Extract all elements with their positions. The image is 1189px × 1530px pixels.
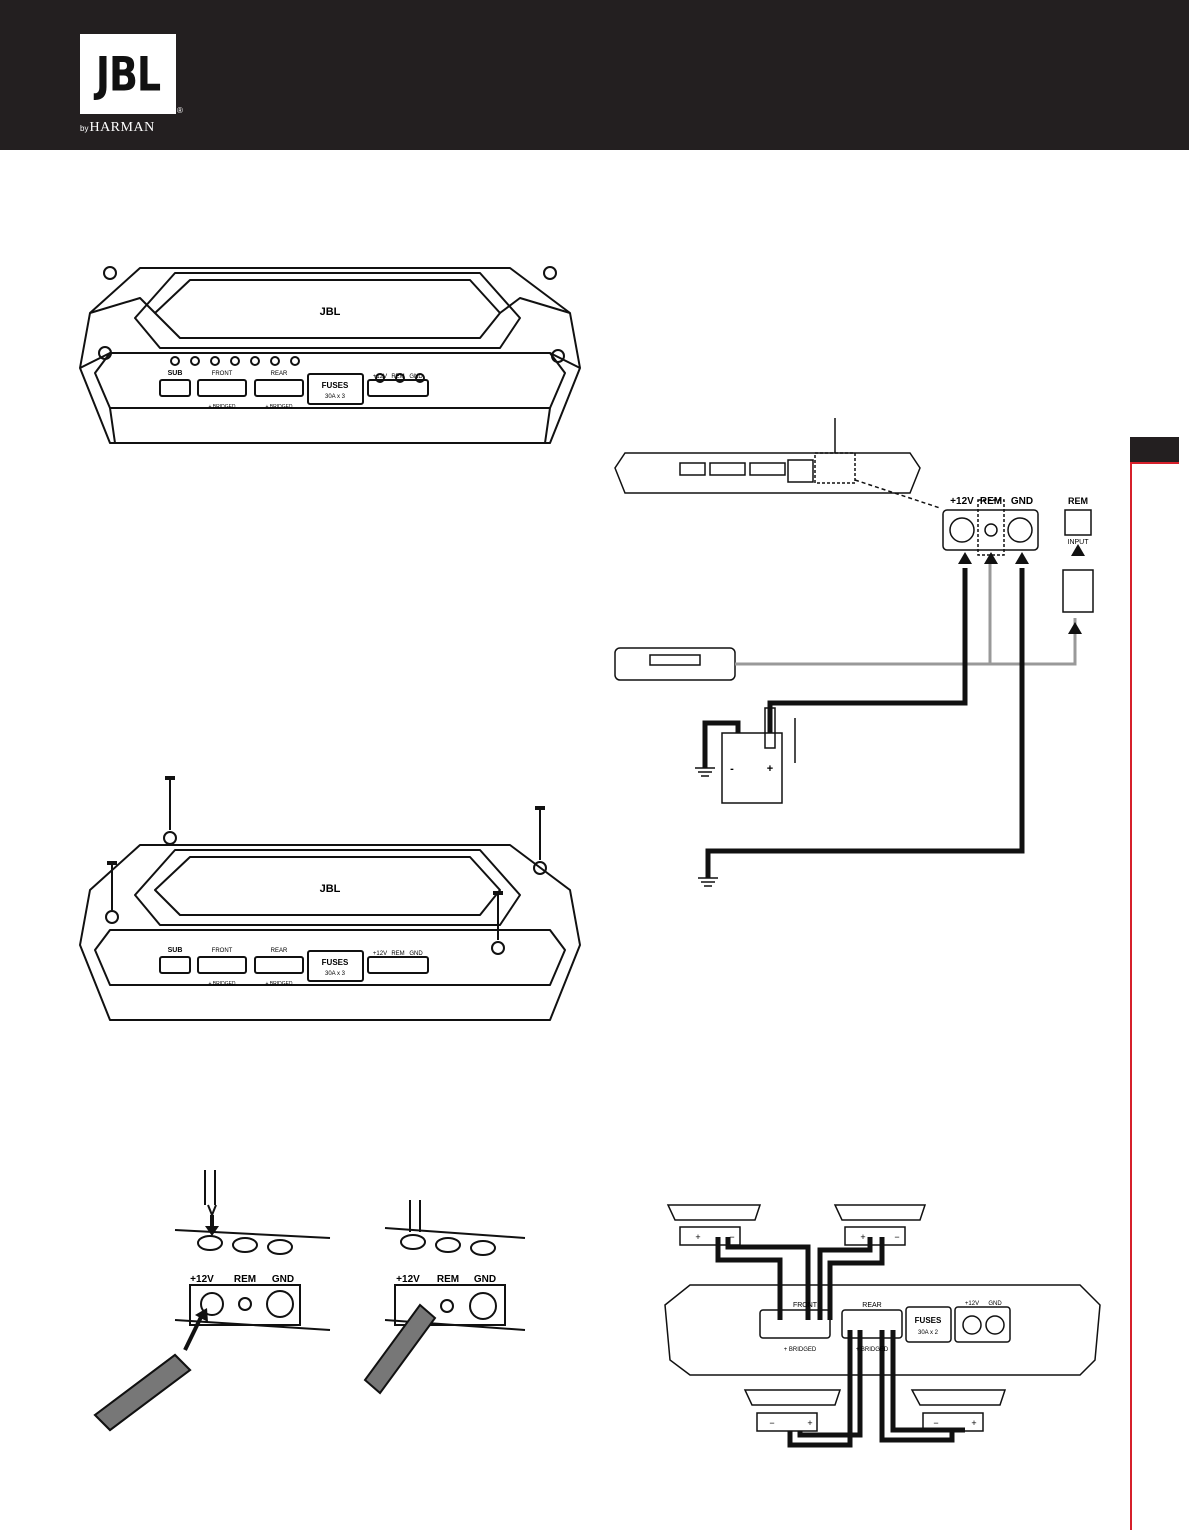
- speaker-wiring-figure: + − + − − + − + FRONT REAR + BRIDGED + B…: [660, 1195, 1110, 1495]
- speaker-fr-minus: −: [894, 1232, 899, 1242]
- bridged-label-front: + BRIDGED: [208, 404, 235, 410]
- mounting-figure: JBL SUB FRONT REAR + BRIDGED + BRIDGED F…: [80, 770, 580, 1035]
- battery-plus: +: [767, 763, 773, 775]
- speaker-rr-minus: −: [933, 1418, 938, 1428]
- plus12-label: +12V: [373, 374, 387, 380]
- wiring-gnd-label: GND: [1011, 496, 1033, 507]
- closeup-gnd-b: GND: [474, 1274, 496, 1285]
- terminal-closeup-figure: +12V REM GND +12V REM GND: [90, 1160, 530, 1440]
- rear-label: REAR: [271, 371, 288, 377]
- section-tab: [1130, 437, 1179, 462]
- fuses-rating: 30A x 3: [325, 394, 346, 400]
- spk-fuses-rating: 30A x 2: [918, 1330, 939, 1336]
- spk-bridged-front: + BRIDGED: [784, 1347, 817, 1353]
- speaker-fl-plus: +: [695, 1232, 700, 1242]
- amp-logo: JBL: [320, 883, 341, 895]
- spk-fuses-label: FUSES: [915, 1316, 942, 1325]
- jbl-logo: JBL: [80, 34, 176, 114]
- margin-rule: [1130, 464, 1132, 1530]
- spk-plus12-label: +12V: [965, 1301, 979, 1307]
- closeup-rem-a: REM: [234, 1274, 256, 1285]
- fuses-rating: 30A x 3: [325, 971, 346, 977]
- sub-label: SUB: [168, 947, 183, 954]
- gnd-label: GND: [409, 374, 423, 380]
- closeup-rem-b: REM: [437, 1274, 459, 1285]
- page-header: JBL ® byHARMAN: [0, 0, 1189, 150]
- closeup-plus12-a: +12V: [190, 1274, 214, 1285]
- gnd-label: GND: [409, 951, 423, 957]
- amplifier-figure: JBL SUB FRONT REAR + BRIDGED + BRIDGED F…: [80, 258, 580, 453]
- spk-bridged-rear: + BRIDGED: [856, 1347, 889, 1353]
- closeup-gnd-a: GND: [272, 1274, 294, 1285]
- speaker-fl-minus: −: [729, 1232, 734, 1242]
- wiring-rem-label: REM: [980, 496, 1002, 507]
- speaker-rl-plus: +: [807, 1418, 812, 1428]
- rem-input-label: REM: [1068, 496, 1088, 506]
- rem-label: REM: [391, 951, 404, 957]
- sub-label: SUB: [168, 370, 183, 377]
- speaker-fr-plus: +: [860, 1232, 865, 1242]
- fuses-label: FUSES: [322, 381, 349, 390]
- bridged-label-rear: + BRIDGED: [265, 981, 292, 987]
- spk-front-label: FRONT: [793, 1302, 818, 1309]
- front-label: FRONT: [212, 948, 233, 954]
- rem-label: REM: [391, 374, 404, 380]
- rem-input-sublabel: INPUT: [1068, 539, 1090, 546]
- spk-gnd-label: GND: [988, 1301, 1002, 1307]
- amp-logo: JBL: [320, 306, 341, 318]
- bridged-label-front: + BRIDGED: [208, 981, 235, 987]
- closeup-plus12-b: +12V: [396, 1274, 420, 1285]
- registered-mark: ®: [177, 106, 183, 115]
- bridged-label-rear: + BRIDGED: [265, 404, 292, 410]
- rear-label: REAR: [271, 948, 288, 954]
- section-tab-rule: [1130, 462, 1179, 464]
- fuses-label: FUSES: [322, 958, 349, 967]
- wiring-plus12-label: +12V: [950, 496, 974, 507]
- speaker-rr-plus: +: [971, 1418, 976, 1428]
- plus12-label: +12V: [373, 951, 387, 957]
- spk-rear-label: REAR: [862, 1302, 881, 1309]
- harman-logo: byHARMAN: [80, 118, 155, 136]
- front-label: FRONT: [212, 371, 233, 377]
- battery-minus: -: [730, 763, 734, 775]
- speaker-rl-minus: −: [769, 1418, 774, 1428]
- power-wiring-figure: +12V REM GND REM INPUT - +: [610, 418, 1120, 893]
